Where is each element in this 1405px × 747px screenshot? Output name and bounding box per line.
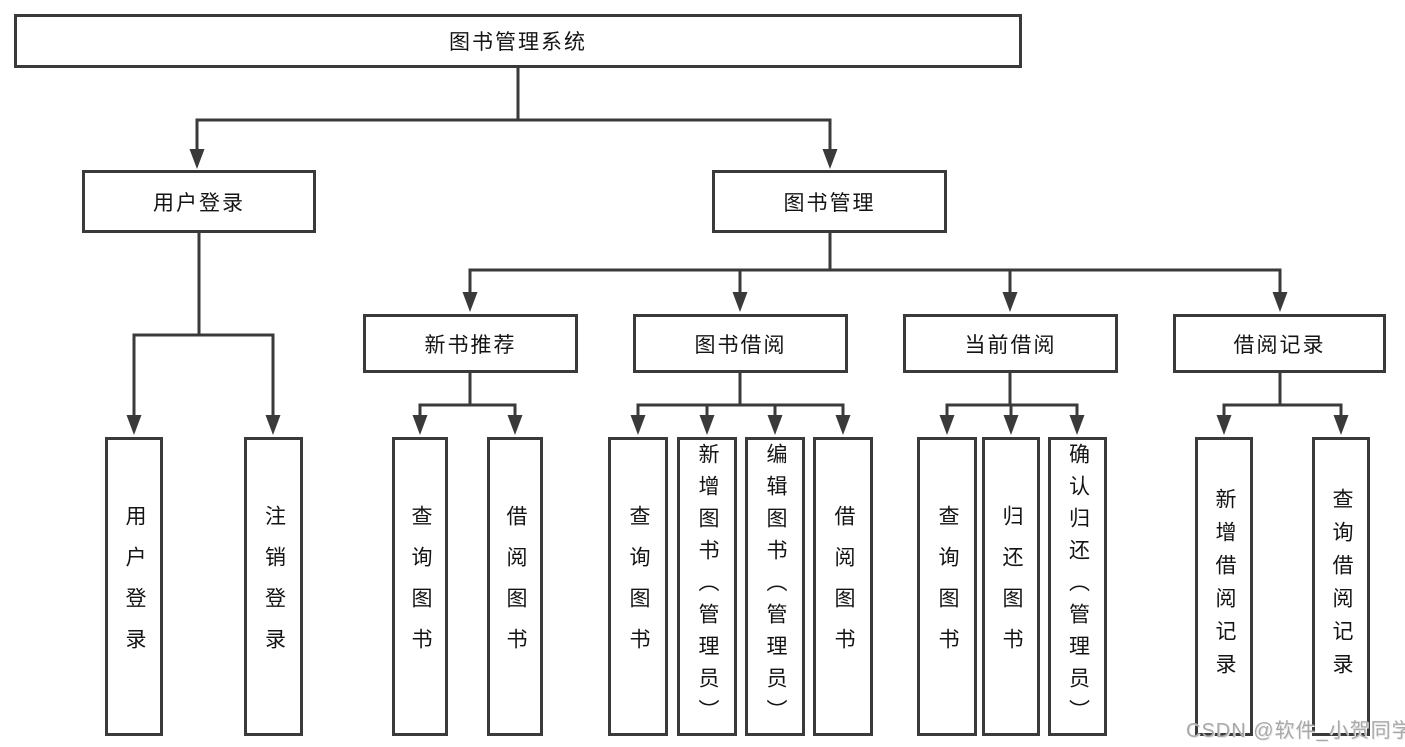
arrowhead-icon [126, 415, 142, 435]
arrowhead-icon [732, 292, 748, 312]
leaf-query-borrow-record-label: 查询借阅记录 [1330, 487, 1353, 686]
leaf-borrowing-query-books-label: 查询图书 [627, 504, 650, 669]
node-user-login-label: 用户登录 [153, 191, 245, 215]
arrowhead-icon [939, 415, 955, 435]
node-new-book-recommend-label: 新书推荐 [424, 333, 517, 357]
node-current-borrowing: 当前借阅 [903, 314, 1118, 373]
node-current-borrowing-label: 当前借阅 [964, 333, 1057, 357]
node-borrow-records: 借阅记录 [1173, 314, 1386, 373]
node-new-book-recommend: 新书推荐 [363, 314, 578, 373]
leaf-edit-books-admin: 编辑图书（管理员） [745, 437, 805, 736]
arrowhead-icon [1216, 415, 1232, 435]
arrowhead-icon [189, 149, 205, 169]
arrowhead-icon [1333, 415, 1349, 435]
leaf-add-borrow-record: 新增借阅记录 [1195, 437, 1253, 736]
arrowhead-icon [1272, 292, 1288, 312]
node-book-borrowing: 图书借阅 [633, 314, 848, 373]
leaf-borrowing-query-books: 查询图书 [608, 437, 668, 736]
node-book-management: 图书管理 [712, 170, 947, 233]
node-root-label: 图书管理系统 [449, 31, 587, 54]
arrowhead-icon [1069, 415, 1085, 435]
leaf-recommend-query-books: 查询图书 [392, 437, 448, 736]
node-root: 图书管理系统 [14, 14, 1022, 68]
arrowhead-icon [462, 292, 478, 312]
arrowhead-icon [412, 415, 428, 435]
leaf-add-books-admin-label: 新增图书（管理员） [696, 442, 719, 731]
leaf-borrowing-borrow-books: 借阅图书 [813, 437, 873, 736]
leaf-recommend-query-books-label: 查询图书 [409, 504, 432, 669]
arrowheads [126, 149, 1349, 435]
arrowhead-icon [1003, 415, 1019, 435]
connector-lines [132, 66, 1343, 418]
arrowhead-icon [507, 415, 523, 435]
leaf-edit-books-admin-label: 编辑图书（管理员） [764, 442, 787, 731]
leaf-user-login-label: 用户登录 [123, 504, 146, 669]
leaf-logout-label: 注销登录 [262, 504, 286, 669]
arrowhead-icon [699, 415, 715, 435]
leaf-return-books: 归还图书 [982, 437, 1040, 736]
arrowhead-icon [1002, 292, 1018, 312]
node-borrow-records-label: 借阅记录 [1233, 333, 1326, 357]
leaf-recommend-borrow-books-label: 借阅图书 [504, 504, 527, 669]
leaf-recommend-borrow-books: 借阅图书 [487, 437, 543, 736]
leaf-borrowing-borrow-books-label: 借阅图书 [832, 504, 855, 669]
leaf-user-login: 用户登录 [105, 437, 163, 736]
arrowhead-icon [265, 415, 281, 435]
leaf-return-books-label: 归还图书 [1000, 504, 1023, 669]
leaf-logout: 注销登录 [244, 437, 303, 736]
leaf-query-borrow-record: 查询借阅记录 [1312, 437, 1370, 736]
arrowhead-icon [835, 415, 851, 435]
arrowhead-icon [630, 415, 646, 435]
arrowhead-icon [767, 415, 783, 435]
node-user-login: 用户登录 [82, 170, 316, 233]
leaf-confirm-return-admin: 确认归还（管理员） [1048, 437, 1107, 736]
leaf-current-query-books-label: 查询图书 [936, 504, 959, 669]
node-book-management-label: 图书管理 [783, 191, 876, 215]
leaf-add-books-admin: 新增图书（管理员） [677, 437, 737, 736]
arrowhead-icon [822, 149, 838, 169]
leaf-confirm-return-admin-label: 确认归还（管理员） [1066, 442, 1090, 731]
node-book-borrowing-label: 图书借阅 [694, 333, 787, 357]
leaf-add-borrow-record-label: 新增借阅记录 [1213, 487, 1236, 686]
leaf-current-query-books: 查询图书 [917, 437, 977, 736]
